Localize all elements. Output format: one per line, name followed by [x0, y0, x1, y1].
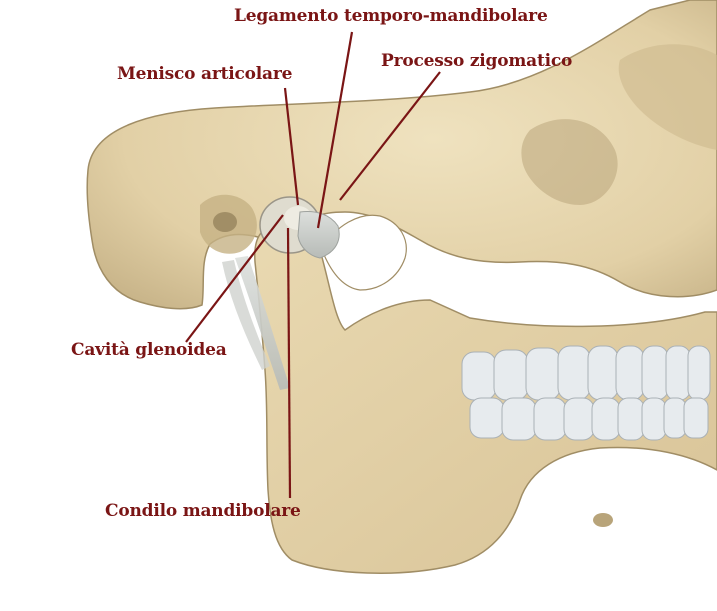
label-glenoid: Cavità glenoidea	[71, 340, 227, 360]
label-zygomatic: Processo zigomatico	[381, 51, 572, 71]
label-ligament: Legamento temporo-mandibolare	[234, 6, 548, 26]
teeth	[462, 346, 710, 440]
label-meniscus: Menisco articolare	[117, 64, 292, 84]
label-condyle: Condilo mandibolare	[105, 501, 301, 521]
